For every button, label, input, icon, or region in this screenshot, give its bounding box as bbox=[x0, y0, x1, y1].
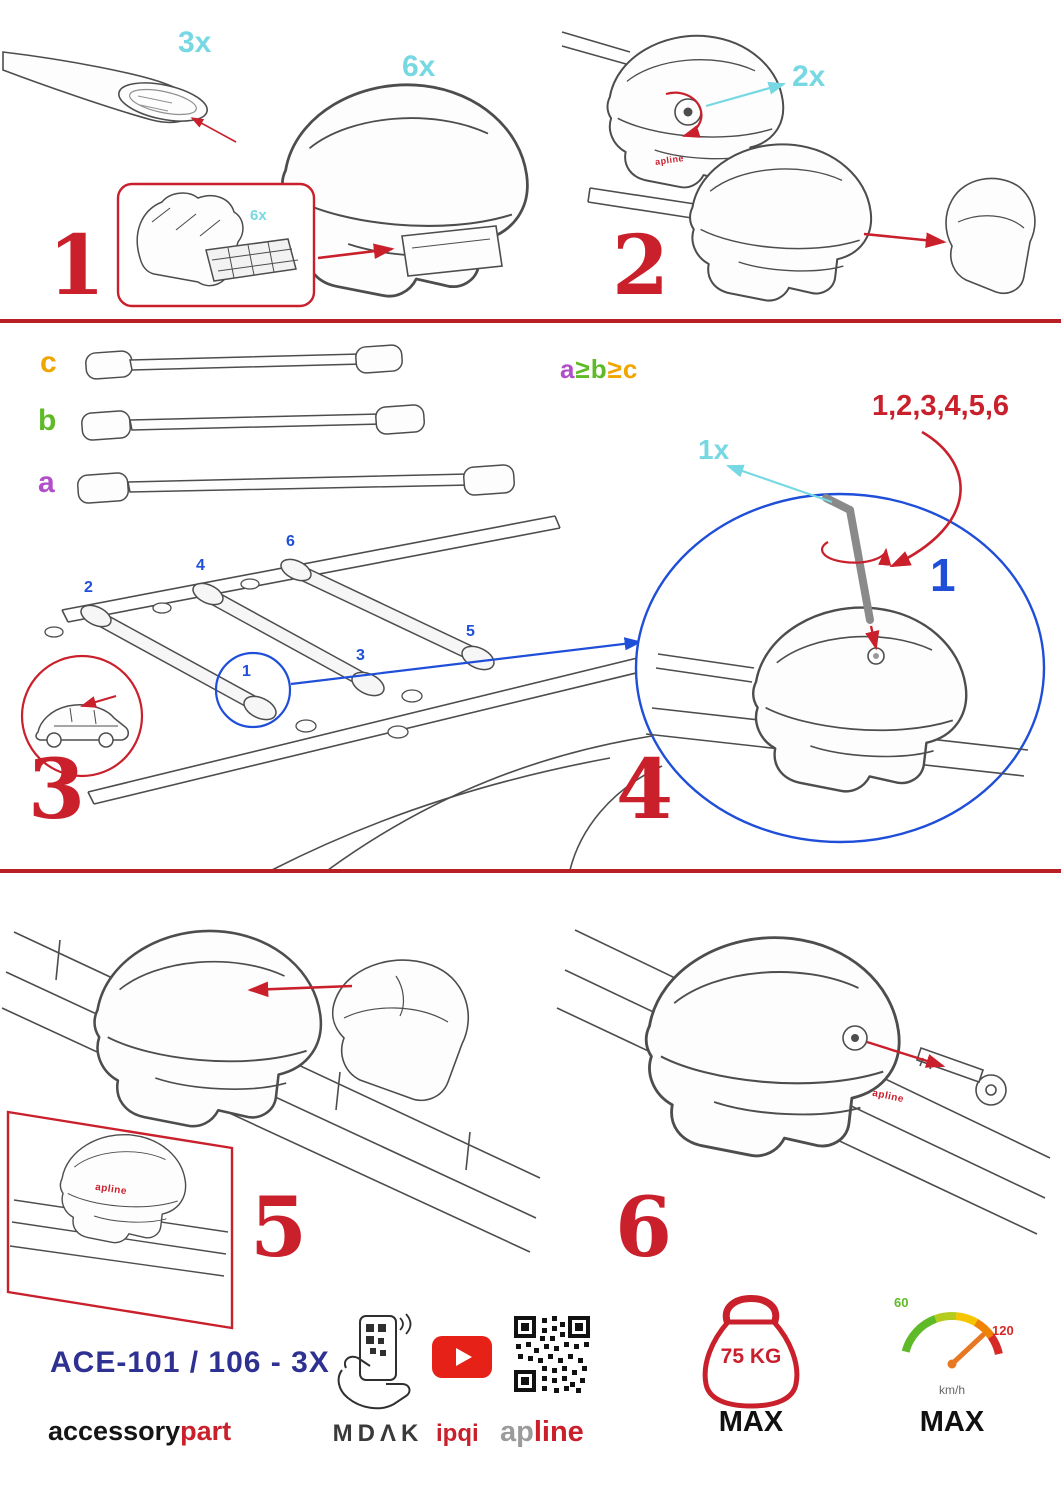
step-6-number: 6 bbox=[615, 1180, 673, 1276]
max-weight-label: MAX bbox=[718, 1406, 784, 1438]
position-label-3: 3 bbox=[356, 647, 365, 664]
bar-a-label: a bbox=[38, 466, 55, 499]
apline-logo: apline bbox=[500, 1418, 584, 1447]
step1-illustration bbox=[2, 51, 529, 308]
position-label-2: 2 bbox=[84, 579, 93, 596]
size-order-rule: a≥b≥c bbox=[560, 356, 638, 382]
allen-key-icon bbox=[822, 494, 874, 624]
mount-pads bbox=[44, 578, 423, 739]
lower-foot-icon bbox=[689, 143, 873, 302]
speed-high-label: 120 bbox=[992, 1323, 1014, 1338]
step-4-number: 4 bbox=[616, 742, 674, 838]
first-position-label: 1 bbox=[930, 549, 956, 601]
model-number: ACE-101 / 106 - 3X bbox=[50, 1346, 330, 1379]
max-weight-value: 75 KG bbox=[720, 1345, 782, 1368]
foot-icon bbox=[281, 83, 529, 298]
bar-c-icon bbox=[85, 344, 403, 380]
crossbar-lines bbox=[587, 187, 696, 219]
position-label-6: 6 bbox=[286, 533, 295, 550]
car-direction-arrow bbox=[80, 695, 117, 708]
bar-c-label: c bbox=[40, 346, 57, 379]
bar-quantity-label: 3x bbox=[178, 26, 212, 59]
section-divider-2 bbox=[0, 869, 1061, 873]
windshield-lines bbox=[271, 733, 665, 871]
pad-quantity-label: 6x bbox=[250, 207, 267, 224]
foot-open-icon bbox=[93, 929, 323, 1128]
foot-quantity-label: 6x bbox=[402, 50, 436, 83]
step-5-number: 5 bbox=[250, 1180, 308, 1276]
bar-a-icon bbox=[77, 464, 515, 504]
speed-low-label: 60 bbox=[894, 1295, 909, 1310]
accessorypart-logo: accessorypart bbox=[48, 1418, 231, 1445]
position-label-5: 5 bbox=[466, 623, 475, 640]
tighten-arrow bbox=[865, 625, 880, 651]
rotate-lock-arrow bbox=[665, 91, 703, 138]
scan-phone-icon bbox=[337, 1313, 412, 1410]
crossbar-icon bbox=[2, 51, 208, 124]
rule-c: c bbox=[622, 354, 639, 384]
rotate-key-arrow bbox=[820, 541, 892, 566]
section-divider-1 bbox=[0, 319, 1061, 323]
rule-a: a bbox=[560, 354, 576, 384]
bar-lines bbox=[561, 31, 631, 65]
closed-foot-inset bbox=[6, 1110, 234, 1330]
pad-to-foot-arrow bbox=[317, 243, 395, 260]
step-2-number: 2 bbox=[612, 218, 670, 314]
key-quantity-label: 2x bbox=[792, 60, 826, 93]
endcap-arrow bbox=[863, 232, 947, 248]
brand-accessory: accessory bbox=[48, 1416, 181, 1446]
rule-b: b bbox=[590, 354, 608, 384]
bar-callout-arrow bbox=[190, 117, 237, 143]
max-speed-label: MAX bbox=[919, 1406, 985, 1438]
upper-foot-icon bbox=[606, 34, 785, 189]
mdak-logo: MDΛK bbox=[332, 1420, 424, 1447]
ipqi-logo: ipqi bbox=[436, 1420, 479, 1447]
brand-part: part bbox=[180, 1416, 232, 1446]
position-label-1: 1 bbox=[242, 663, 251, 680]
tool-callout-arrow bbox=[725, 464, 833, 504]
roof-illustration bbox=[20, 515, 665, 871]
speed-unit-label: km/h bbox=[938, 1383, 965, 1397]
bar-b-label: b bbox=[38, 404, 57, 437]
tool-quantity-label: 1x bbox=[698, 434, 730, 465]
bar-b-icon bbox=[81, 404, 425, 441]
position1-circle bbox=[214, 651, 292, 729]
step2-illustration bbox=[561, 31, 1036, 302]
speedometer-icon bbox=[901, 1312, 1003, 1369]
step-3-number: 3 bbox=[28, 742, 86, 838]
apline-line: line bbox=[533, 1416, 584, 1448]
cover-icon bbox=[331, 959, 470, 1102]
endcap-icon bbox=[945, 177, 1036, 294]
key-qty-arrow bbox=[705, 81, 787, 108]
key-icon bbox=[915, 1046, 1007, 1106]
step5-illustration bbox=[1, 929, 541, 1330]
rule-geq2: ≥ bbox=[607, 354, 623, 384]
weight-icon bbox=[702, 1295, 800, 1409]
step4-detail-illustration bbox=[634, 492, 1046, 844]
position-label-4: 4 bbox=[196, 557, 205, 574]
pad-inset-box bbox=[116, 182, 316, 308]
crossbar-sizes-illustration bbox=[77, 344, 515, 504]
youtube-icon bbox=[432, 1336, 492, 1378]
key-insert-arrow bbox=[866, 1040, 946, 1068]
zoom-arrow bbox=[290, 637, 643, 686]
step-1-number: 1 bbox=[48, 218, 106, 314]
qr-code-icon bbox=[512, 1314, 592, 1394]
rule-geq1: ≥ bbox=[575, 354, 591, 384]
crossbars-on-roof bbox=[80, 558, 495, 721]
cover-remove-arrow bbox=[247, 981, 353, 998]
speedometer-needle bbox=[949, 1332, 986, 1367]
apline-ap: ap bbox=[500, 1416, 534, 1448]
sequence-curve-arrow bbox=[889, 430, 962, 568]
tighten-sequence-label: 1,2,3,4,5,6 bbox=[872, 390, 1010, 422]
car-inset bbox=[20, 654, 144, 778]
step6-illustration bbox=[556, 929, 1051, 1235]
